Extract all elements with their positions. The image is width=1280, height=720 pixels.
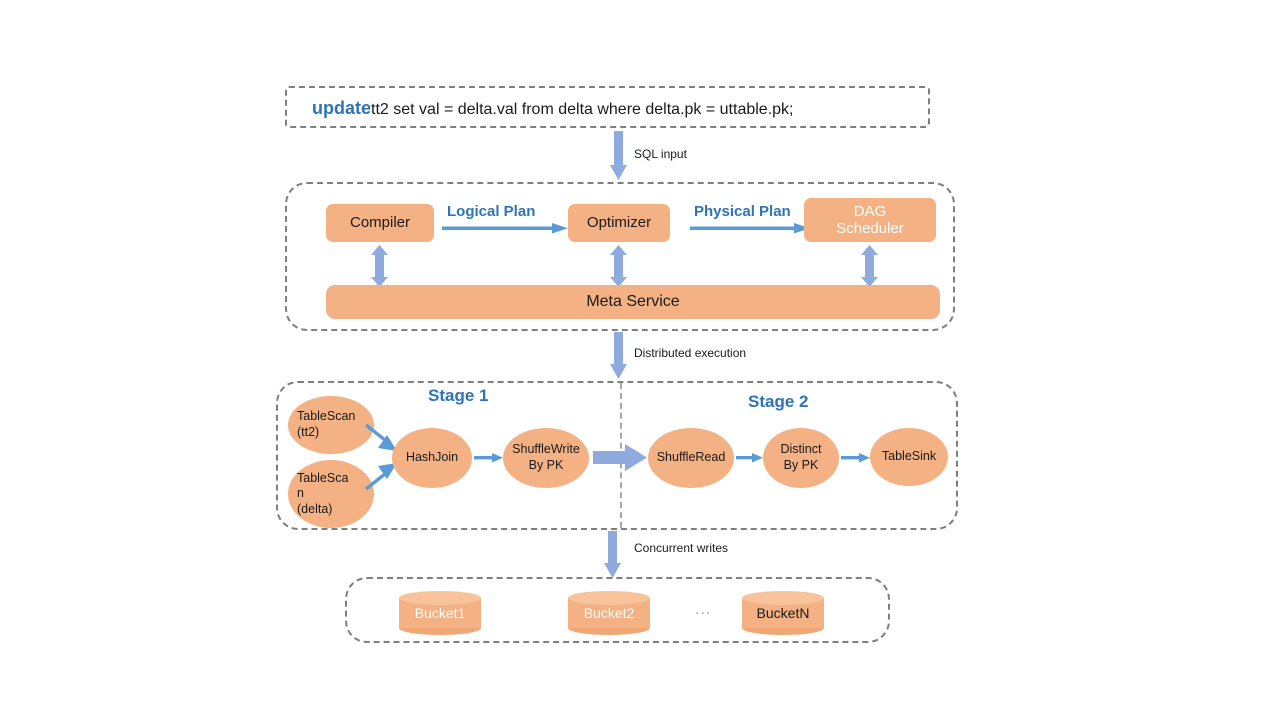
bucket-n-label: BucketN bbox=[756, 605, 810, 621]
label-sql-input: SQL input bbox=[634, 147, 687, 161]
node-tablescan-delta-line2: n bbox=[297, 486, 304, 501]
node-distinct-by-pk[interactable]: Distinct By PK bbox=[763, 428, 839, 488]
node-shufflewrite-line2: By PK bbox=[528, 458, 564, 472]
node-dag-scheduler-line1: DAG bbox=[853, 202, 887, 220]
label-distributed-execution: Distributed execution bbox=[634, 346, 747, 360]
bucket-2-top bbox=[568, 591, 650, 605]
label-logical-plan: Logical Plan bbox=[447, 203, 536, 220]
node-shufflewrite-by-pk[interactable]: ShuffleWrite By PK bbox=[503, 428, 589, 488]
sql-input-container bbox=[285, 86, 930, 128]
sql-keyword: update bbox=[312, 98, 372, 118]
node-shufflewrite-line1: ShuffleWrite bbox=[512, 442, 580, 457]
arrow-sql-input bbox=[610, 131, 627, 180]
arrow-distributed-execution bbox=[610, 332, 627, 379]
bucket-1-top bbox=[399, 591, 481, 605]
sql-body: tt2 set val = delta.val from delta where… bbox=[371, 101, 794, 118]
sql-statement: updatett2 set val = delta.val from delta… bbox=[312, 98, 793, 119]
node-optimizer[interactable]: Optimizer bbox=[568, 204, 670, 242]
node-dag-scheduler-line2: Scheduler bbox=[836, 220, 904, 237]
arrow-tablescan-tt2-to-hashjoin bbox=[364, 423, 397, 451]
node-tablesink-label: TableSink bbox=[881, 449, 937, 464]
arrow-concurrent-writes bbox=[604, 531, 621, 578]
node-hashjoin-label: HashJoin bbox=[405, 450, 459, 465]
arrow-hashjoin-to-shufflewrite bbox=[474, 453, 503, 463]
arrow-logical-plan bbox=[442, 223, 568, 234]
label-physical-plan: Physical Plan bbox=[694, 203, 791, 220]
node-shuffleread-label: ShuffleRead bbox=[656, 450, 726, 465]
node-tablescan-tt2-line1: TableScan bbox=[297, 409, 356, 424]
node-tablescan-delta-line1: TableSca bbox=[297, 470, 349, 485]
buckets-ellipsis: ... bbox=[695, 601, 712, 618]
node-distinct-line1: Distinct bbox=[780, 442, 822, 457]
node-tablescan-tt2[interactable]: TableScan (tt2) bbox=[288, 396, 374, 454]
node-hashjoin[interactable]: HashJoin bbox=[392, 428, 472, 488]
node-compiler[interactable]: Compiler bbox=[326, 204, 434, 242]
stage-2-title: Stage 2 bbox=[748, 392, 809, 411]
node-distinct-line2: By PK bbox=[783, 458, 819, 472]
planner-container bbox=[285, 182, 955, 331]
bucket-2-label: Bucket2 bbox=[583, 605, 635, 621]
bucket-n[interactable]: BucketN bbox=[742, 591, 824, 635]
bucket-n-top bbox=[742, 591, 824, 605]
arrow-optimizer-meta bbox=[610, 245, 627, 287]
arrow-tablescan-delta-to-hashjoin bbox=[364, 463, 397, 491]
node-tablescan-tt2-line2: (tt2) bbox=[297, 425, 320, 439]
node-compiler-label: Compiler bbox=[349, 214, 410, 232]
bucket-1[interactable]: Bucket1 bbox=[399, 591, 481, 635]
arrow-dag-scheduler-meta bbox=[861, 245, 878, 287]
node-meta-service-label: Meta Service bbox=[586, 292, 680, 310]
arrow-stage1-to-stage2 bbox=[593, 444, 647, 471]
arrow-compiler-meta bbox=[371, 245, 388, 287]
bucket-1-label: Bucket1 bbox=[414, 605, 466, 621]
buckets-container bbox=[345, 577, 890, 643]
node-tablescan-delta[interactable]: TableSca n (delta) bbox=[288, 460, 374, 528]
label-concurrent-writes: Concurrent writes bbox=[634, 541, 729, 555]
stages-container bbox=[276, 381, 958, 530]
node-optimizer-label: Optimizer bbox=[586, 214, 652, 232]
arrow-physical-plan bbox=[690, 223, 810, 234]
node-tablesink[interactable]: TableSink bbox=[870, 428, 948, 486]
node-tablescan-delta-line3: (delta) bbox=[297, 501, 333, 516]
arrow-distinct-to-tablesink bbox=[841, 453, 870, 463]
arrow-shuffleread-to-distinct bbox=[736, 453, 763, 463]
node-meta-service[interactable]: Meta Service bbox=[326, 285, 940, 319]
node-shuffleread[interactable]: ShuffleRead bbox=[648, 428, 734, 488]
bucket-2[interactable]: Bucket2 bbox=[568, 591, 650, 635]
stage-1-title: Stage 1 bbox=[428, 386, 489, 405]
node-dag-scheduler[interactable]: DAG Scheduler bbox=[804, 198, 936, 242]
